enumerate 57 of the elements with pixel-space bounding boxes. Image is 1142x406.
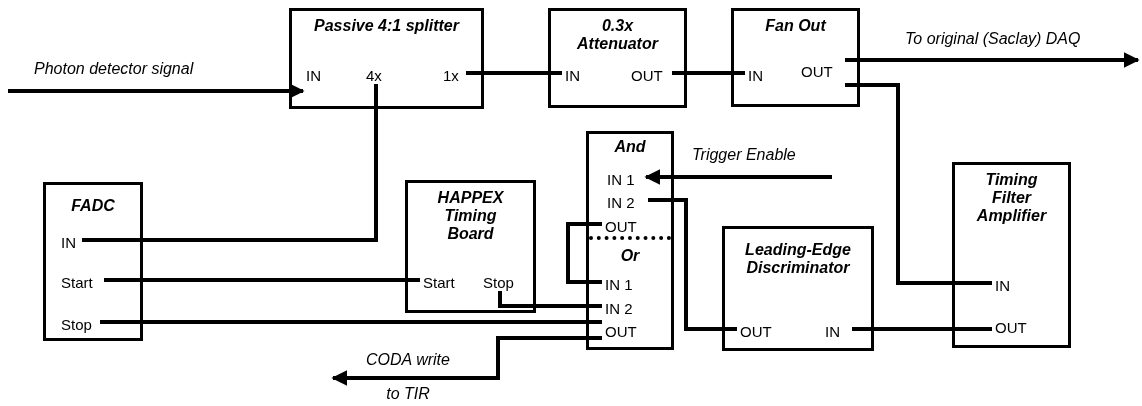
device-box (586, 131, 674, 350)
device-box (548, 8, 687, 108)
port-label: OUT (605, 216, 649, 238)
arrow (331, 336, 602, 386)
arrow (845, 52, 1140, 68)
edge-label: Photon detector signal (34, 60, 194, 78)
device-box (405, 180, 536, 313)
device-box (722, 226, 874, 351)
port-label: Stop (61, 314, 103, 336)
arrow (8, 83, 305, 99)
device-title: Timing Filter Amplifier (975, 171, 1048, 225)
port-label: OUT (801, 61, 848, 91)
device-title: And (613, 138, 647, 156)
wire (466, 71, 562, 75)
device-box (731, 8, 860, 107)
device-title: Or (619, 247, 641, 265)
device-box (952, 162, 1071, 348)
device-box (289, 8, 484, 109)
device-title: FADC (70, 197, 116, 215)
device-title: HAPPEX Timing Board (436, 189, 505, 243)
arrow (644, 169, 832, 185)
wire (566, 222, 602, 284)
wire (845, 83, 992, 285)
port-label: IN 1 (605, 274, 649, 296)
edge-label: To original (Saclay) DAQ (905, 30, 1081, 48)
port-label: IN (565, 65, 595, 87)
port-label: IN (748, 65, 776, 87)
port-label: OUT (995, 317, 1039, 339)
port-label: IN (825, 321, 855, 343)
port-label: 4x (366, 65, 392, 87)
device-box (43, 182, 143, 341)
port-label: 1x (443, 65, 469, 87)
wire (852, 327, 992, 331)
wire (672, 71, 745, 75)
wire (82, 84, 378, 242)
wire (648, 198, 737, 331)
port-label: Start (61, 272, 107, 294)
port-label: Start (423, 272, 471, 294)
wire (100, 320, 602, 324)
port-label: IN (995, 275, 1025, 297)
port-label: OUT (605, 321, 649, 347)
edge-label: Trigger Enable (692, 146, 796, 164)
port-label: IN 2 (605, 298, 649, 320)
device-title: 0.3x Attenuator (576, 17, 660, 53)
wire (104, 278, 420, 282)
device-title: Fan Out (764, 17, 828, 35)
port-label: OUT (740, 321, 786, 343)
device-title: Leading-Edge Discriminator (744, 241, 852, 277)
port-label: IN 2 (607, 192, 651, 214)
port-label: IN 1 (607, 169, 649, 191)
port-label: OUT (631, 65, 675, 87)
edge-label: CODA write to TIR (365, 350, 451, 404)
wire (498, 291, 602, 308)
port-label: IN (306, 65, 334, 99)
port-label: IN (61, 232, 85, 254)
port-label: Stop (483, 272, 527, 294)
device-title: Passive 4:1 splitter (313, 17, 461, 35)
